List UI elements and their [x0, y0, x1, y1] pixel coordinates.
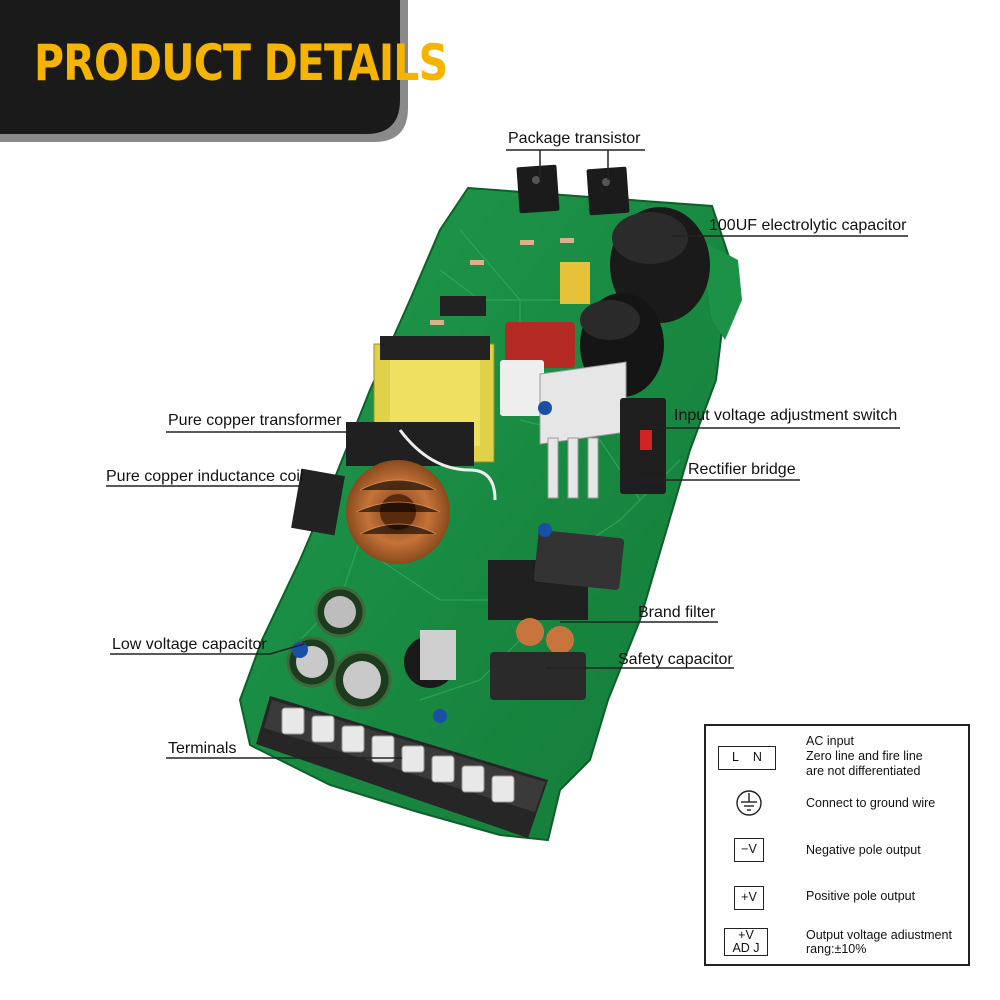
adjust-symbol-top: +V [738, 928, 754, 942]
terminal-legend: L N AC input Zero line and fire line are… [704, 724, 970, 966]
page-title: PRODUCT DETAILS [34, 34, 448, 92]
adjust-text-2: rang:±10% [806, 942, 867, 956]
l-symbol: L [732, 750, 739, 764]
callout-electrolytic-capacitor: 100UF electrolytic capacitor [709, 217, 907, 234]
adjust-text-1: Output voltage adiustment [806, 928, 952, 942]
adjust-symbol: +V AD J [724, 928, 768, 956]
callout-brand-filter: Brand filter [638, 604, 716, 621]
callout-safety-capacitor: Safety capacitor [618, 651, 733, 668]
callout-voltage-switch: Input voltage adjustment switch [674, 407, 898, 424]
positive-text: Positive pole output [806, 889, 916, 903]
ground-icon [736, 790, 762, 816]
ln-symbol: L N [718, 746, 776, 770]
callout-inductance-coil: Pure copper inductance coil [106, 468, 304, 485]
ground-text: Connect to ground wire [806, 796, 936, 810]
negative-text: Negative pole output [806, 843, 921, 857]
positive-symbol: +V [734, 886, 764, 910]
adjust-symbol-bottom: AD J [732, 941, 760, 955]
callout-copper-transformer: Pure copper transformer [168, 412, 342, 429]
callout-rectifier-bridge: Rectifier bridge [688, 461, 796, 478]
callout-terminals: Terminals [168, 740, 237, 757]
n-symbol: N [752, 750, 762, 764]
callout-package-transistor: Package transistor [508, 130, 641, 147]
ac-input-desc-1: Zero line and fire line [806, 749, 923, 763]
ac-input-label: AC input [806, 734, 854, 748]
callout-low-voltage-capacitor: Low voltage capacitor [112, 636, 267, 653]
negative-symbol: −V [734, 838, 764, 862]
ac-input-desc-2: are not differentiated [806, 764, 921, 778]
header-banner [0, 0, 408, 142]
